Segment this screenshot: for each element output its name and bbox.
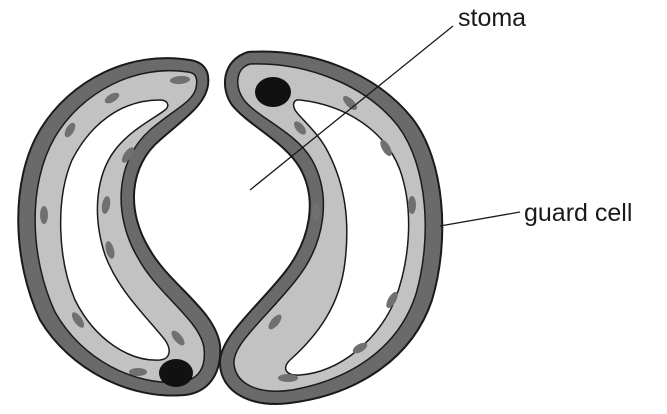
guard-cell-leader-line <box>440 212 520 226</box>
left-guard-cell <box>18 58 220 395</box>
chloroplast <box>312 203 320 221</box>
nucleus <box>159 359 193 387</box>
guard-cell-label: guard cell <box>524 199 632 227</box>
chloroplast <box>278 374 298 382</box>
chloroplast <box>40 206 48 224</box>
stoma-label: stoma <box>458 4 526 32</box>
chloroplast <box>129 368 147 376</box>
chloroplast <box>408 196 416 214</box>
nucleus <box>255 77 291 107</box>
right-guard-cell <box>220 52 442 404</box>
